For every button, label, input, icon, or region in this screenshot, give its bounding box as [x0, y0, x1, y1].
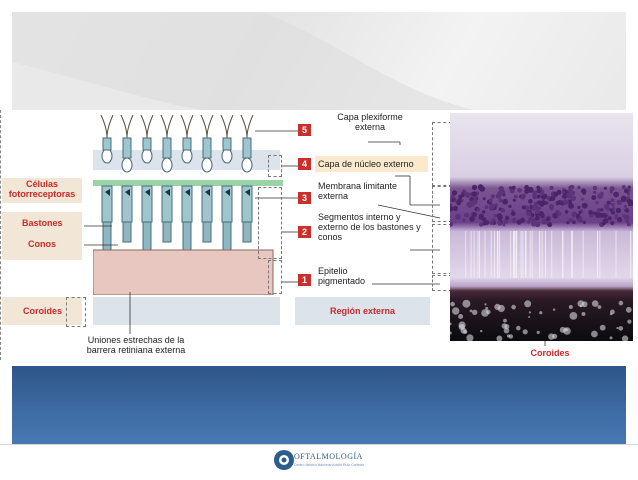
coroides-dashed-bracket: [66, 297, 86, 327]
bracket-1: [268, 260, 282, 294]
coroides-right-label: Coroides: [530, 348, 570, 358]
logo-subtitle: Centro Médico Nacional Adolfo Ruiz Corti…: [294, 463, 365, 467]
left-dashed-border: [0, 110, 3, 360]
micro-bracket-epi: [432, 275, 452, 291]
number-4-badge: 4: [298, 158, 311, 170]
bastones-label: Bastones: [22, 218, 63, 228]
number-5-badge: 5: [298, 124, 311, 136]
region-externa-label: Región externa: [329, 306, 396, 316]
bastones-conos-box: [2, 212, 82, 260]
epitelio-label: Epitelio pigmentado: [318, 266, 366, 286]
photoreceptor-diagram: [93, 114, 283, 295]
coroides-left-box: [2, 297, 82, 325]
conos-label: Conos: [28, 239, 56, 249]
slide-footer: [0, 444, 638, 480]
micro-bracket-seg: [432, 224, 452, 274]
segmentos-label: Segmentos interno y externo de los basto…: [318, 212, 421, 242]
header-curve-shape: [12, 12, 482, 112]
number-1-badge: 1: [298, 274, 311, 286]
logo-text: OFTALMOLOGÍA: [294, 452, 363, 461]
capa-plexiforme-label: Capa plexiforme externa: [337, 112, 403, 132]
nucleo-highlight: [315, 156, 428, 172]
capa-nucleo-label: Capa de núcleo externo: [318, 159, 414, 169]
region-externa-box: [295, 297, 430, 325]
micro-bracket-top: [432, 122, 452, 186]
membrana-label: Membrana limitante externa: [318, 181, 398, 201]
choroid-band: [93, 297, 280, 325]
eye-logo-icon: [274, 450, 294, 470]
celulas-fotorreceptoras-text: Células fotorreceptoras: [8, 179, 76, 199]
coroides-left-label: Coroides: [23, 306, 63, 316]
number-3-badge: 3: [298, 192, 311, 204]
celulas-fotorreceptoras-label: Células fotorreceptoras: [2, 178, 82, 203]
micro-bracket-mid: [432, 186, 452, 222]
bracket-2: [258, 187, 282, 259]
number-2-badge: 2: [298, 226, 311, 238]
blue-band: [12, 366, 626, 444]
uniones-label: Uniones estrechas de la barrera retinian…: [86, 335, 186, 355]
bracket-4: [268, 155, 282, 177]
retina-micrograph: [450, 113, 633, 341]
